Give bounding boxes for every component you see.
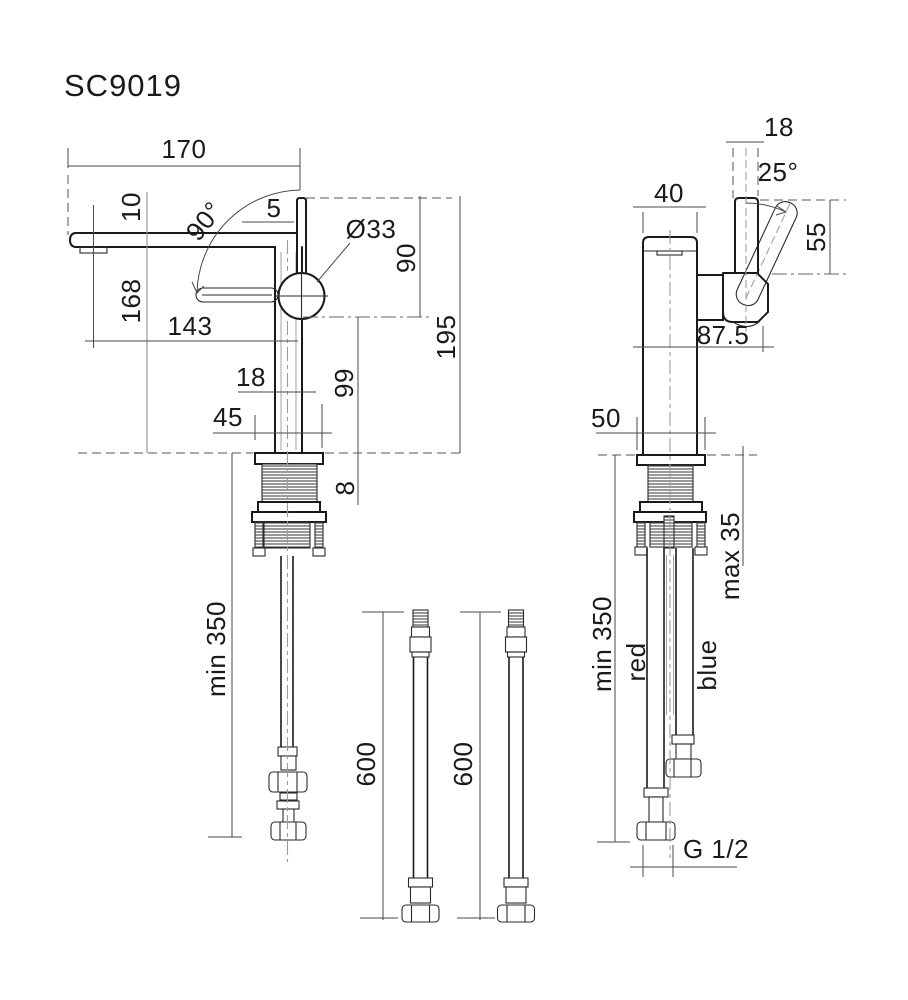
dim-handle-height: 90 [391, 243, 421, 273]
dim-body-depth: 40 [654, 178, 684, 208]
supply-hoses [401, 609, 536, 923]
dim-total-height: 195 [431, 314, 461, 360]
dim-rod-min-length-front: min 350 [201, 601, 231, 697]
dim-max-mounting-depth: max 35 [715, 511, 745, 601]
dim-flange-diameter: 50 [591, 403, 621, 433]
dim-spout-height: 168 [116, 278, 146, 324]
model-number: SC9019 [64, 68, 183, 103]
side-view [633, 148, 798, 858]
dim-hose1-length: 600 [351, 741, 381, 787]
dim-knob-diameter: Ø33 [345, 214, 397, 244]
dim-hose2-length: 600 [448, 741, 478, 787]
label-cold-hose: blue [692, 639, 722, 691]
dim-outlet-height: 99 [329, 368, 359, 398]
dim-total-depth: 87.5 [696, 320, 750, 350]
dim-spout-thickness: 10 [116, 192, 146, 222]
label-hot-hose: red [621, 642, 651, 682]
dim-base-width: 45 [213, 402, 243, 432]
dim-aerator-reach: 143 [167, 311, 213, 341]
dim-spout-length: 170 [161, 134, 207, 164]
dim-handle-angle: 25° [757, 157, 799, 187]
dim-rod-min-length-side: min 350 [587, 596, 617, 692]
dim-handle-thickness: 18 [764, 112, 794, 142]
dim-body-diameter: 18 [236, 362, 266, 392]
dim-handle-width: 5 [266, 193, 282, 223]
dim-handle-length: 55 [801, 222, 831, 252]
dimension-lines [61, 135, 846, 927]
front-view [68, 189, 351, 862]
dim-thread: G 1/2 [682, 834, 750, 864]
dim-deck-thickness: 8 [330, 480, 360, 496]
